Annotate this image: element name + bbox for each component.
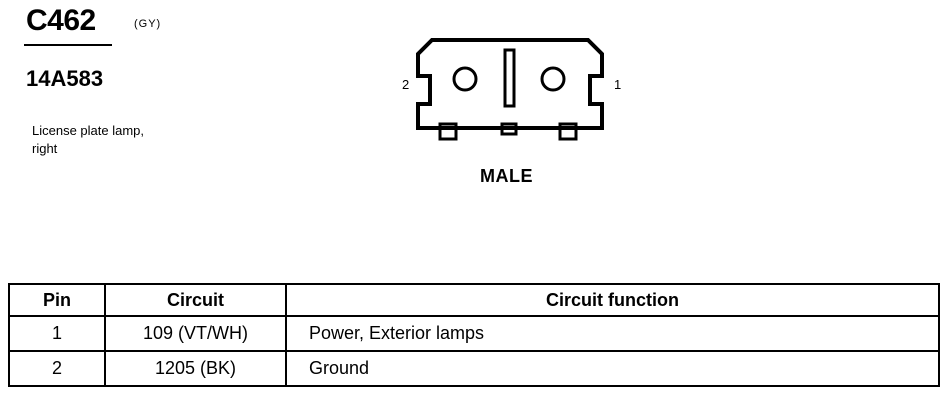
connector-housing bbox=[416, 38, 604, 130]
pin-label-2: 2 bbox=[402, 77, 410, 92]
connector-latch bbox=[503, 48, 516, 108]
terminal-stub-left bbox=[438, 122, 458, 141]
cell-circuit: 1205 (BK) bbox=[104, 350, 287, 387]
connector-color: (GY) bbox=[134, 18, 162, 30]
connector-gender: MALE bbox=[480, 166, 533, 186]
cell-circuit-function: Ground bbox=[285, 350, 940, 387]
cell-pin: 2 bbox=[8, 350, 106, 387]
cell-circuit-function: Power, Exterior lamps bbox=[285, 315, 940, 352]
header-circuit: Circuit bbox=[104, 283, 287, 317]
description-line-2: right bbox=[32, 141, 58, 156]
table-row: 2 1205 (BK) Ground bbox=[8, 350, 940, 387]
description-line-1: License plate lamp, bbox=[32, 123, 145, 138]
part-number: 14A583 bbox=[26, 66, 104, 91]
terminal-stub-right bbox=[558, 122, 578, 141]
connector-face-diagram bbox=[416, 38, 604, 141]
cell-pin: 1 bbox=[8, 315, 106, 352]
connector-description: License plate lamp, right bbox=[32, 122, 232, 158]
pin-cavity-1 bbox=[540, 66, 566, 92]
connector-id: C462 bbox=[26, 4, 96, 37]
cell-circuit: 109 (VT/WH) bbox=[104, 315, 287, 352]
pin-cavity-2 bbox=[452, 66, 478, 92]
table-row: 1 109 (VT/WH) Power, Exterior lamps bbox=[8, 315, 940, 352]
terminal-stub-center bbox=[500, 122, 518, 136]
header-pin: Pin bbox=[8, 283, 106, 317]
connector-id-underline bbox=[24, 44, 112, 46]
header-circuit-function: Circuit function bbox=[285, 283, 940, 317]
table-header-row: Pin Circuit Circuit function bbox=[8, 283, 940, 317]
pin-label-1: 1 bbox=[614, 77, 622, 92]
pinout-table: Pin Circuit Circuit function 1 109 (VT/W… bbox=[8, 283, 940, 387]
